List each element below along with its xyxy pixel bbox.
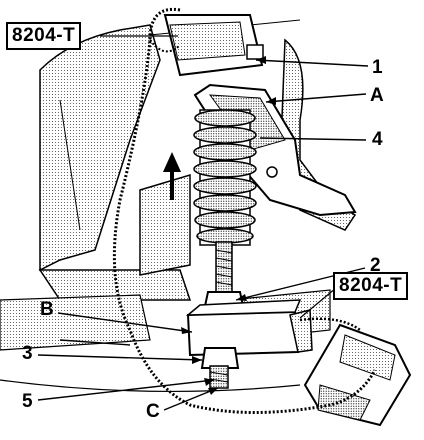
callout-a: A (370, 85, 384, 106)
tool-label-bottom: 8204-T (333, 272, 409, 300)
callout-4: 4 (372, 129, 383, 150)
lower-compressor-body (185, 299, 313, 357)
callout-b: B (40, 299, 54, 320)
callout-c: C (146, 401, 160, 422)
threaded-rod (203, 241, 245, 307)
callout-3: 3 (22, 343, 33, 364)
tool-label-top: 8204-T (6, 22, 82, 50)
callout-2: 2 (370, 255, 381, 276)
callout-1: 1 (372, 57, 383, 78)
callout-arrowheads (181, 56, 276, 395)
tool-handle (303, 323, 412, 427)
callout-5: 5 (22, 391, 33, 412)
coil-spring (193, 109, 257, 246)
up-arrow-icon (163, 152, 181, 200)
top-compressor-yoke (163, 14, 264, 77)
